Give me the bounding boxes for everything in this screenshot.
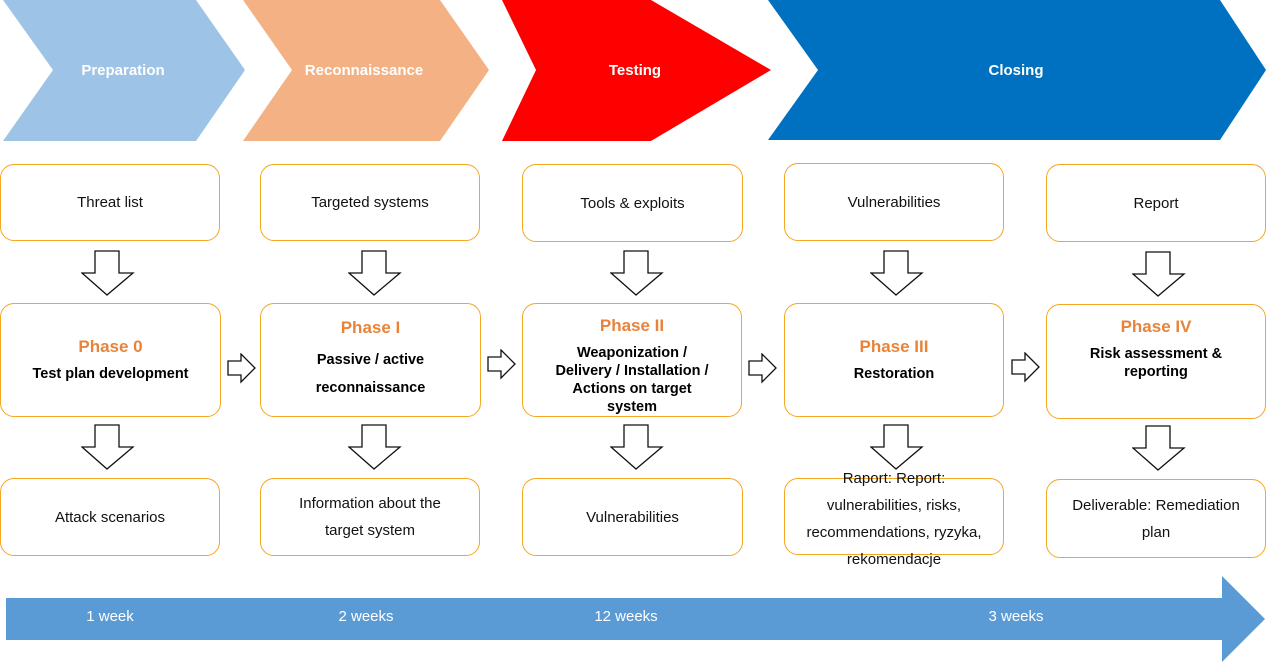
output-label: Raport: Report: vulnerabilities, risks, … bbox=[806, 470, 982, 568]
hollow-down-arrow-icon bbox=[348, 250, 402, 296]
input-box: Vulnerabilities bbox=[784, 163, 1004, 241]
phase-title: Phase II bbox=[599, 316, 665, 335]
stage-chevron-testing bbox=[0, 0, 780, 142]
chevron-shape bbox=[768, 0, 1266, 140]
input-box: Tools & exploits bbox=[522, 164, 743, 242]
chevron-shape bbox=[243, 0, 489, 141]
chevron-shape bbox=[3, 0, 245, 141]
output-box: Raport: Report: vulnerabilities, risks, … bbox=[784, 470, 1004, 568]
hollow-right-arrow-icon bbox=[748, 353, 777, 384]
stage-chevron-closing bbox=[0, 0, 1268, 142]
hollow-down-arrow-icon bbox=[870, 250, 924, 296]
stage-chevron-reconnaissance bbox=[0, 0, 500, 142]
phase-box: Phase II Weaponization / Delivery / Inst… bbox=[522, 303, 742, 417]
phase-title: Phase IV bbox=[1120, 317, 1192, 336]
stage-label-closing: Closing bbox=[988, 62, 1044, 79]
stage-label-preparation: Preparation bbox=[81, 62, 165, 79]
output-box: Information about the target system bbox=[260, 478, 480, 556]
timeline-label-closing: 3 weeks bbox=[988, 607, 1044, 625]
phase-description: Restoration bbox=[853, 366, 935, 382]
phase-description: Weaponization / Delivery / Installation … bbox=[555, 345, 709, 415]
output-label: Deliverable: Remediation plan bbox=[1072, 496, 1240, 541]
stage-label-testing: Testing bbox=[608, 62, 662, 79]
output-label: Information about the target system bbox=[299, 495, 441, 539]
stage-chevron-preparation bbox=[0, 0, 250, 142]
timeline-label-reconnaissance: 2 weeks bbox=[338, 607, 394, 625]
input-label: Targeted systems bbox=[311, 194, 429, 211]
phase-description: Test plan development bbox=[32, 366, 189, 382]
phase-description: Passive / active reconnaissance bbox=[315, 352, 426, 396]
hollow-down-arrow-icon bbox=[1132, 425, 1186, 471]
input-label: Tools & exploits bbox=[580, 194, 685, 212]
timeline-label-preparation: 1 week bbox=[86, 607, 134, 625]
hollow-down-arrow-icon bbox=[870, 424, 924, 470]
phase-title: Phase III bbox=[859, 337, 929, 356]
input-label: Report bbox=[1133, 194, 1179, 212]
hollow-down-arrow-icon bbox=[610, 424, 664, 470]
input-box: Threat list bbox=[0, 164, 220, 241]
hollow-right-arrow-icon bbox=[227, 353, 256, 384]
output-label: Vulnerabilities bbox=[586, 508, 679, 526]
input-box: Report bbox=[1046, 164, 1266, 242]
timeline-label-testing: 12 weeks bbox=[594, 607, 658, 625]
input-box: Targeted systems bbox=[260, 164, 480, 241]
hollow-right-arrow-icon bbox=[487, 349, 516, 380]
input-label: Threat list bbox=[77, 194, 143, 211]
phase-box: Phase 0 Test plan development bbox=[0, 303, 221, 417]
phase-box: Phase IV Risk assessment & reporting bbox=[1046, 304, 1266, 419]
hollow-right-arrow-icon bbox=[1011, 352, 1040, 383]
hollow-down-arrow-icon bbox=[81, 424, 135, 470]
phase-box: Phase I Passive / active reconnaissance bbox=[260, 303, 481, 417]
output-box: Attack scenarios bbox=[0, 478, 220, 556]
hollow-down-arrow-icon bbox=[610, 250, 664, 296]
phase-description: Risk assessment & reporting bbox=[1089, 346, 1223, 380]
phase-title: Phase I bbox=[340, 318, 401, 337]
input-label: Vulnerabilities bbox=[847, 193, 941, 211]
timeline-arrow bbox=[6, 576, 1265, 662]
output-label: Attack scenarios bbox=[54, 508, 166, 526]
hollow-down-arrow-icon bbox=[1132, 251, 1186, 297]
output-box: Vulnerabilities bbox=[522, 478, 743, 556]
output-box: Deliverable: Remediation plan bbox=[1046, 479, 1266, 558]
stage-label-reconnaissance: Reconnaissance bbox=[304, 62, 424, 79]
chevron-shape bbox=[502, 0, 771, 141]
phase-title: Phase 0 bbox=[78, 337, 143, 356]
hollow-down-arrow-icon bbox=[81, 250, 135, 296]
phase-box: Phase III Restoration bbox=[784, 303, 1004, 417]
hollow-down-arrow-icon bbox=[348, 424, 402, 470]
